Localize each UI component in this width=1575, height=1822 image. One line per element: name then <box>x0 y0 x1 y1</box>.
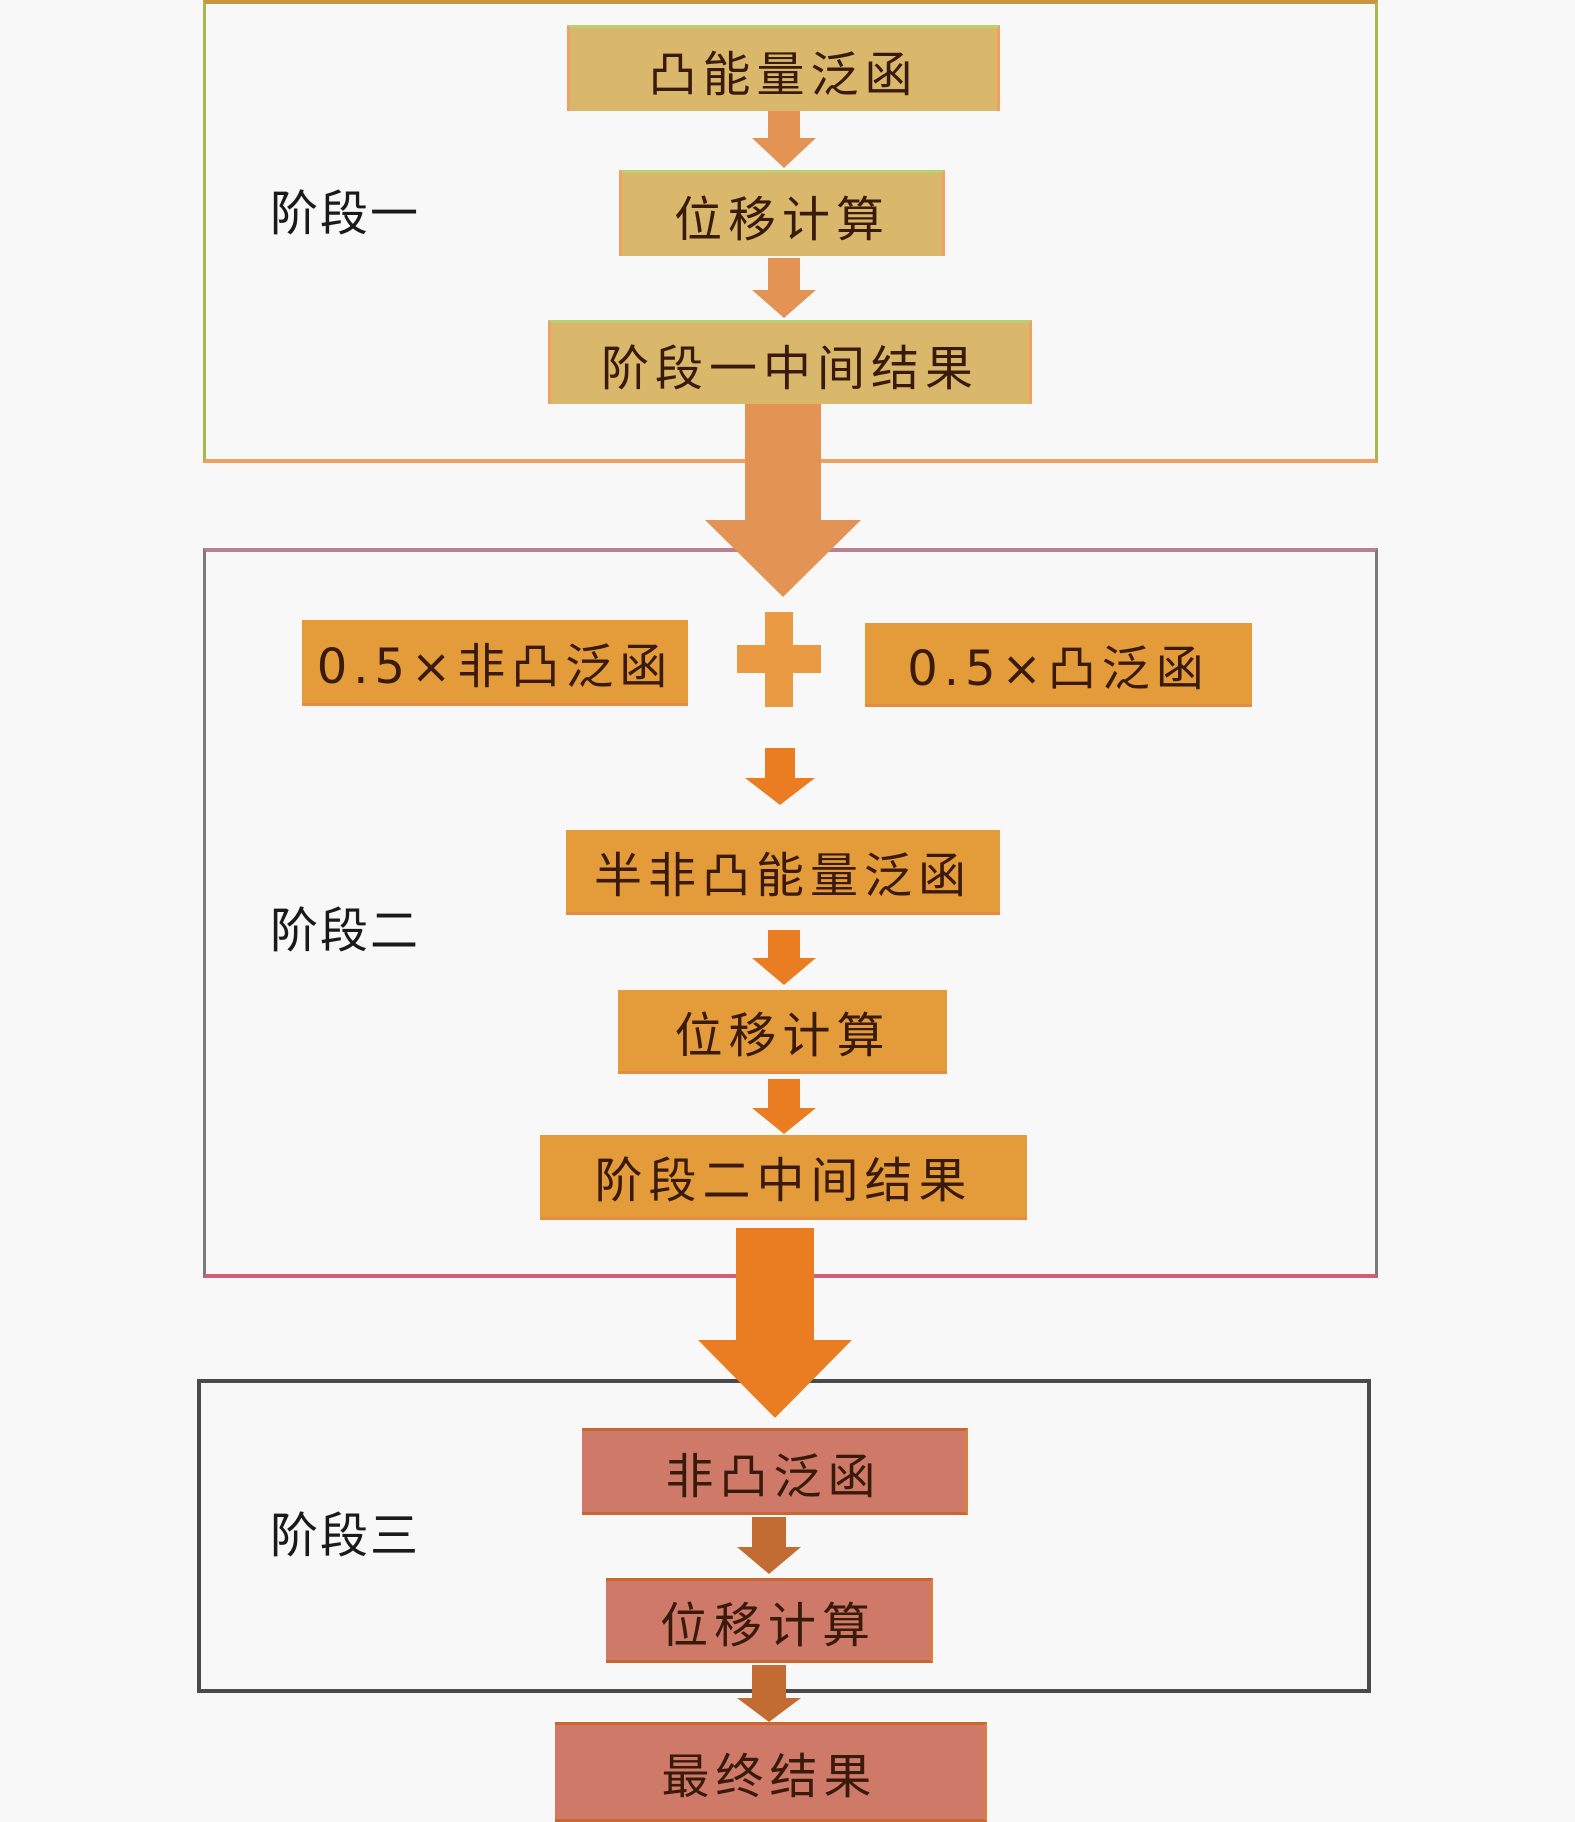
stage-2-input-convex: 0.5×凸泛函 <box>865 623 1252 707</box>
stage-1-step-convex-functional: 凸能量泛函 <box>567 25 1000 111</box>
stage-2-step-semi-nonconvex-functional: 半非凸能量泛函 <box>566 830 1000 915</box>
arrow-down-icon <box>745 748 815 805</box>
arrow-down-icon <box>752 258 816 318</box>
arrow-down-icon <box>737 1517 801 1574</box>
plus-icon <box>737 612 821 707</box>
stage-3-step-displacement: 位移计算 <box>606 1578 933 1663</box>
stage-1-step-displacement: 位移计算 <box>619 170 945 256</box>
arrow-down-icon <box>752 1079 816 1134</box>
stage-2-input-nonconvex: 0.5×非凸泛函 <box>302 620 688 706</box>
arrow-down-large-icon <box>705 404 861 597</box>
arrow-down-icon <box>752 930 816 985</box>
stage-2-label: 阶段二 <box>270 903 421 959</box>
stage-2-step-intermediate-result: 阶段二中间结果 <box>540 1135 1027 1220</box>
stage-1-label: 阶段一 <box>270 186 421 242</box>
stage-3-label: 阶段三 <box>270 1508 421 1564</box>
stage-1-step-intermediate-result: 阶段一中间结果 <box>548 320 1032 404</box>
stage-3-step-nonconvex-functional: 非凸泛函 <box>582 1428 968 1515</box>
final-result: 最终结果 <box>555 1722 987 1822</box>
arrow-down-large-icon <box>698 1228 852 1418</box>
arrow-down-icon <box>737 1665 801 1722</box>
arrow-down-icon <box>752 111 816 168</box>
stage-2-step-displacement: 位移计算 <box>618 990 947 1074</box>
